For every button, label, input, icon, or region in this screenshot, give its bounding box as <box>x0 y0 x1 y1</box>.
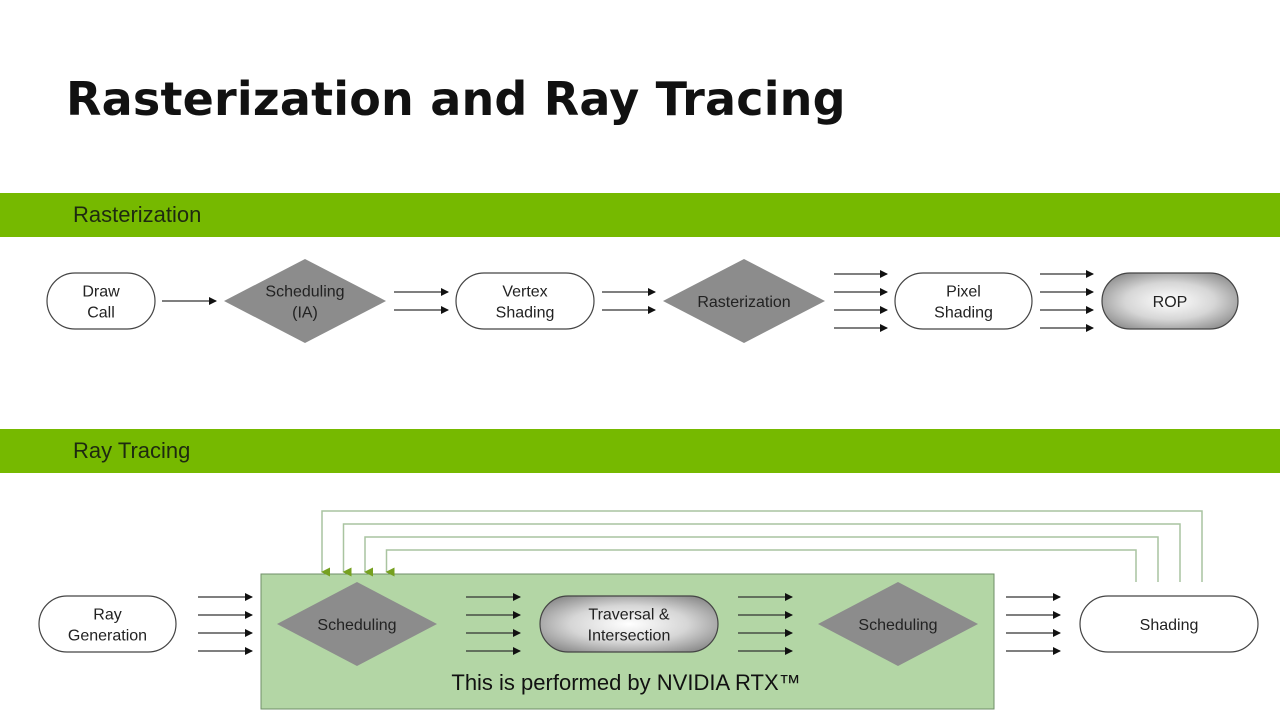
ray-generation-label: Ray <box>93 607 121 624</box>
feedback-loop-arrow <box>342 523 1181 582</box>
shading-node: Shading <box>1079 595 1259 653</box>
traversal-intersection-pill-shape <box>539 595 719 653</box>
rasterization-band: Rasterization <box>0 193 1280 237</box>
feedback-loop-arrow <box>321 510 1203 582</box>
pipeline-nodes: DrawCallScheduling(IA)VertexShadingRaste… <box>38 259 1259 666</box>
rasterization-diamond-shape <box>663 259 825 343</box>
draw-call-pill-shape <box>46 272 156 330</box>
feedback-loop-arrow <box>364 536 1159 582</box>
draw-call-label: Draw <box>82 284 120 301</box>
scheduling-ia-diamond-shape <box>224 259 386 343</box>
shading-pill-shape <box>1079 595 1259 653</box>
vertex-shading-label: Vertex <box>502 284 547 301</box>
rop-label: ROP <box>1153 294 1188 311</box>
rasterization-band-label: Rasterization <box>73 202 202 227</box>
ray-generation-label: Generation <box>68 628 147 645</box>
traversal-intersection-node: Traversal & Intersection <box>539 595 719 653</box>
pixel-shading-label: Shading <box>934 305 993 322</box>
ray-tracing-band-label: Ray Tracing <box>73 438 191 463</box>
pixel-shading-label: Pixel <box>946 284 981 301</box>
scheduling-1-label: Scheduling <box>317 617 396 634</box>
rop-node: ROP <box>1101 272 1239 330</box>
ray-tracing-band: Ray Tracing <box>0 429 1280 473</box>
scheduling-ia-label: Scheduling <box>265 284 344 301</box>
vertex-shading-label: Shading <box>496 305 555 322</box>
shading-label: Shading <box>1140 617 1199 634</box>
traversal-intersection-label: Traversal & <box>588 607 670 624</box>
feedback-loops <box>321 510 1203 582</box>
vertex-shading-pill-shape <box>455 272 595 330</box>
scheduling-2-label: Scheduling <box>858 617 937 634</box>
scheduling-1-diamond-shape <box>277 582 437 666</box>
scheduling-2-diamond-shape <box>818 582 978 666</box>
scheduling-ia-node: Scheduling (IA) <box>224 259 386 343</box>
scheduling-1-node: Scheduling <box>277 582 437 666</box>
rop-pill-shape <box>1101 272 1239 330</box>
page-title: Rasterization and Ray Tracing <box>66 72 846 126</box>
draw-call-label: Call <box>87 305 115 322</box>
scheduling-ia-label: (IA) <box>292 305 318 322</box>
ray-generation-pill-shape <box>38 595 177 653</box>
rasterization-label: Rasterization <box>697 294 790 311</box>
feedback-loop-arrow <box>385 549 1137 582</box>
traversal-intersection-label: Intersection <box>588 628 671 645</box>
pixel-shading-pill-shape <box>894 272 1033 330</box>
flow-arrows <box>162 270 1094 655</box>
rasterization-node: Rasterization <box>663 259 825 343</box>
scheduling-2-node: Scheduling <box>818 582 978 666</box>
rtx-caption: This is performed by NVIDIA RTX™ <box>451 670 800 695</box>
